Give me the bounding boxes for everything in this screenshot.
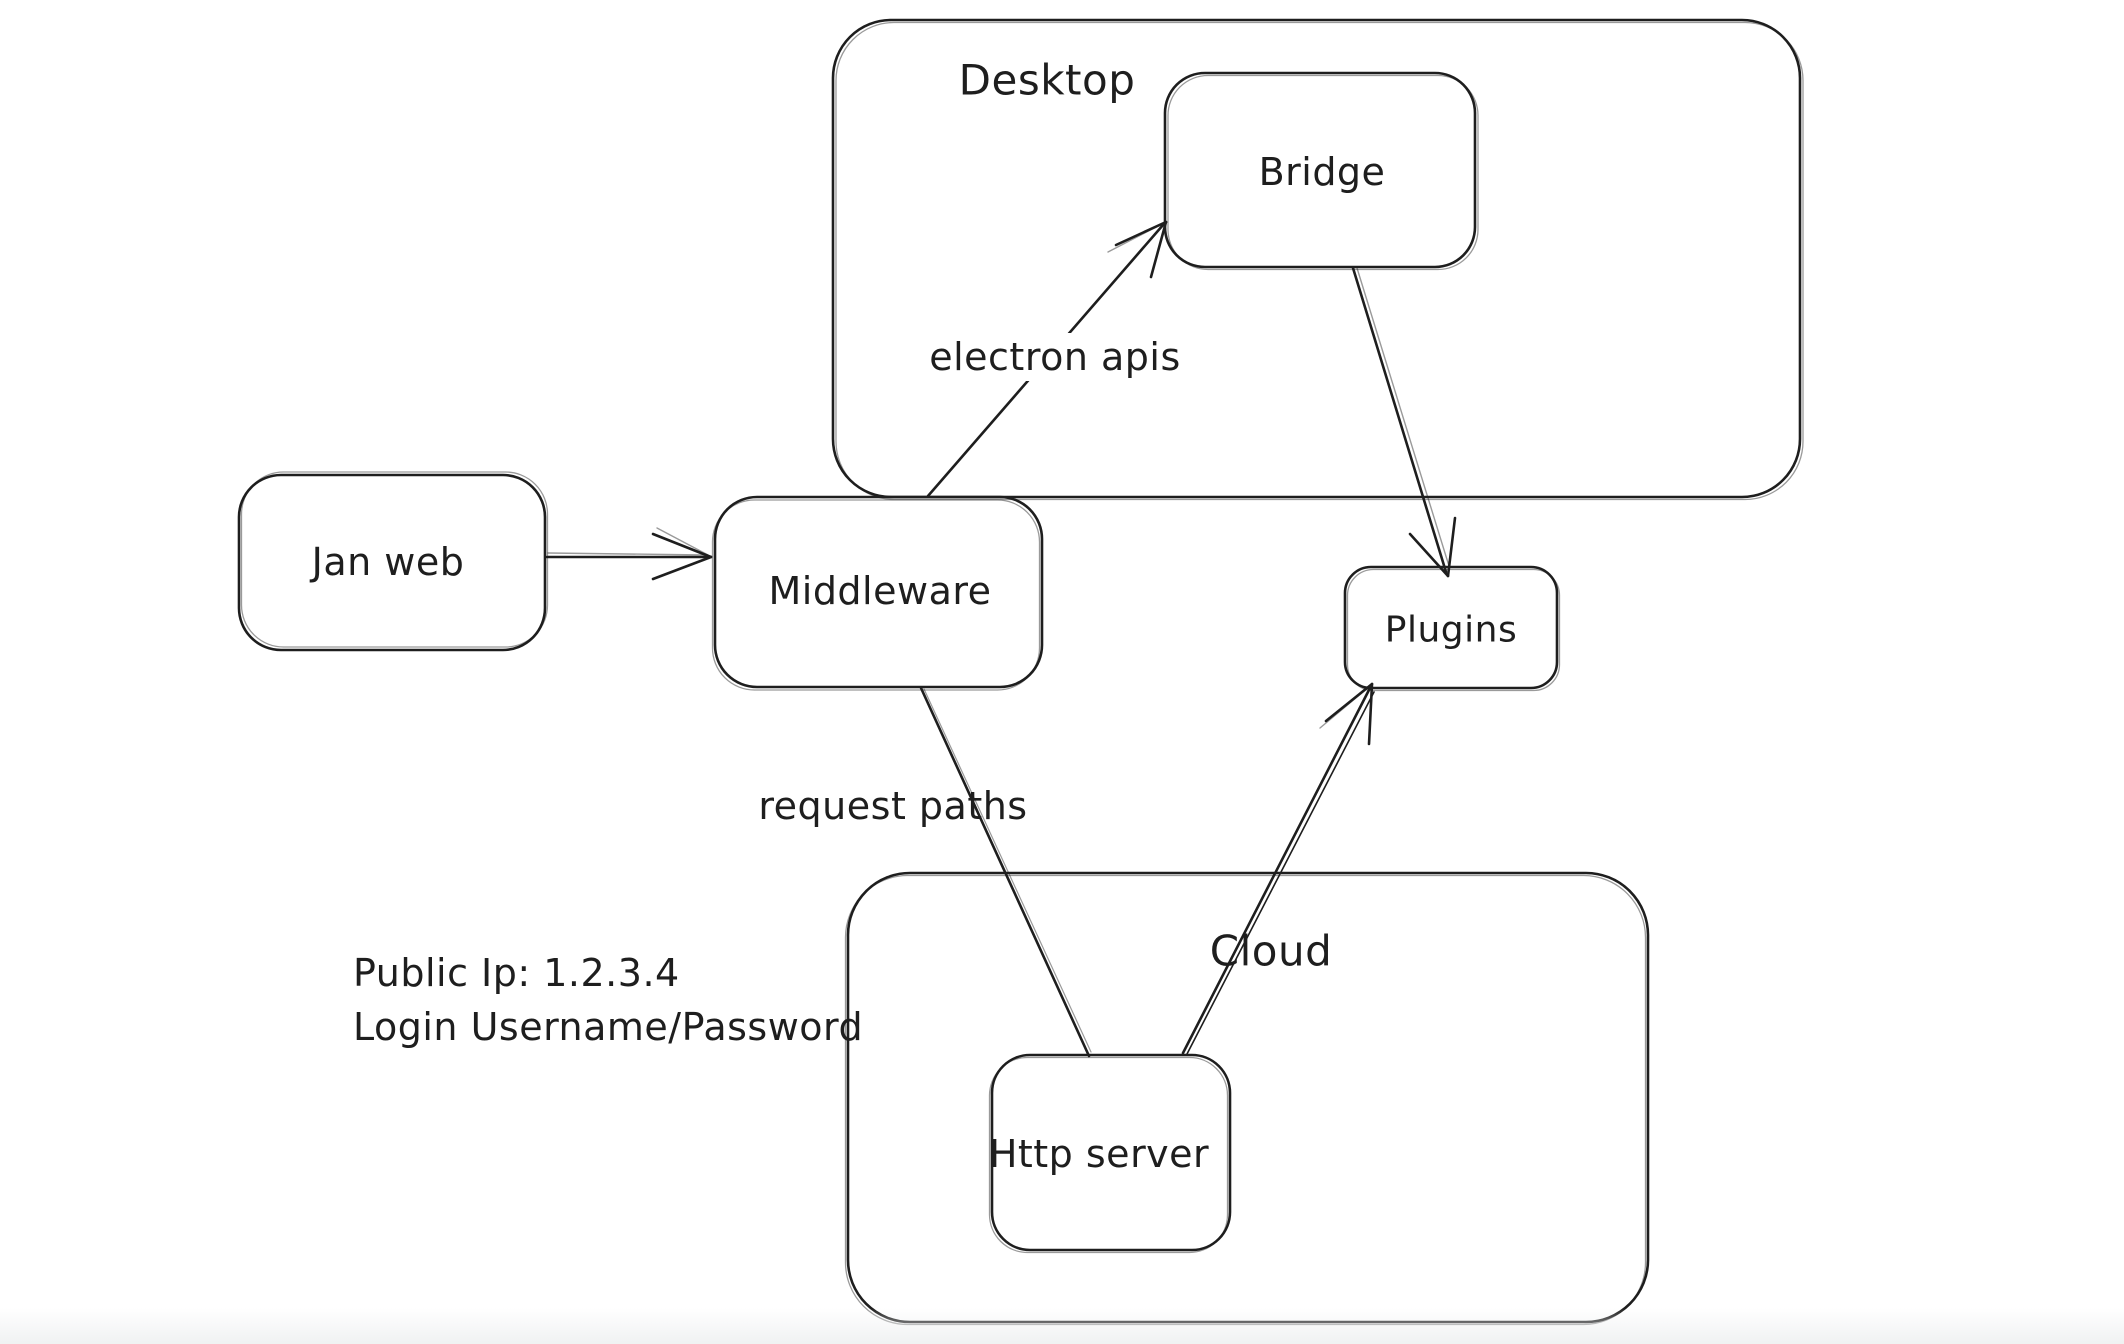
request-paths-edge-label[interactable]: request paths: [758, 784, 1028, 828]
line-middleware-to-httpserver[interactable]: [919, 686, 1092, 1058]
credentials-note[interactable]: Public Ip: 1.2.3.4 Login Username/Passwo…: [353, 946, 863, 1054]
arrowhead-httpserver-plugins: [1324, 682, 1374, 723]
jan-web-node-label[interactable]: Jan web: [311, 540, 465, 584]
credentials-note-line-public-ip: Public Ip: 1.2.3.4: [353, 951, 680, 995]
bridge-node-box[interactable]: [1163, 71, 1477, 269]
http-server-node-label[interactable]: Http server: [988, 1132, 1210, 1176]
jan-web-node-box[interactable]: [237, 473, 547, 652]
arrow-bridge-to-plugins[interactable]: [1351, 266, 1457, 578]
http-server-node-box[interactable]: [990, 1053, 1232, 1252]
middleware-node-label[interactable]: Middleware: [768, 569, 992, 613]
arrowhead-janweb-middleware: [651, 532, 713, 559]
plugins-node-box[interactable]: [1343, 565, 1559, 690]
desktop-container-box[interactable]: [831, 18, 1802, 499]
middleware-node-box[interactable]: [713, 495, 1044, 689]
arrowhead-bridge-plugins: [1446, 516, 1457, 578]
bridge-node-label[interactable]: Bridge: [1258, 150, 1386, 194]
arrow-httpserver-to-plugins[interactable]: [1181, 682, 1375, 1055]
desktop-container-label[interactable]: Desktop: [958, 55, 1136, 105]
credentials-note-line-login: Login Username/Password: [353, 1005, 864, 1049]
arrowhead-middleware-bridge: [1114, 220, 1168, 247]
cloud-container-label[interactable]: Cloud: [1209, 926, 1333, 976]
arrow-janweb-to-middleware[interactable]: [545, 527, 713, 581]
electron-apis-edge-label[interactable]: electron apis: [921, 333, 1189, 381]
plugins-node-label[interactable]: Plugins: [1384, 609, 1518, 651]
